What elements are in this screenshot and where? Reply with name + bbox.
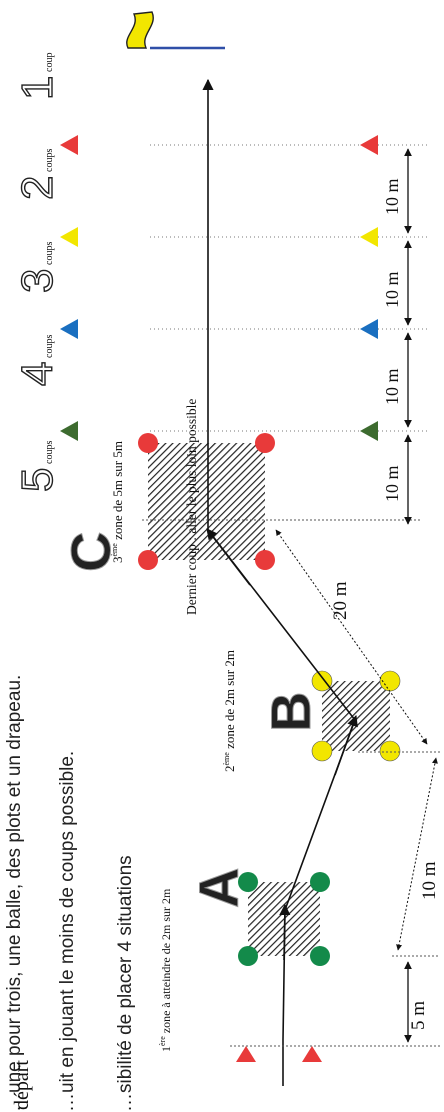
band-dim-label: 10 m [382, 465, 402, 502]
flag-cloth [126, 11, 154, 49]
intro-text-3: …sibilité de placer 4 situations [115, 855, 136, 1112]
zone-c-letter: C [59, 532, 122, 572]
dim-10m [396, 757, 438, 951]
band-dim-label: 10 m [382, 368, 402, 405]
cone-4-bottom [360, 319, 378, 339]
score-4-word: coups [44, 335, 55, 358]
zone-b-cone [311, 670, 333, 692]
score-2-num: 2 [13, 176, 62, 200]
cone-5-top [60, 421, 78, 441]
cone-3-bottom [360, 227, 378, 247]
score-1-num: 1 [13, 76, 62, 100]
score-3: 3 coups [12, 242, 62, 294]
score-2: 2 coups [12, 149, 62, 201]
zone-c-cone [255, 433, 275, 453]
zone-a-caption: 1ère zone à atteindre de 2m sur 2m [158, 888, 173, 1052]
zone-c [148, 443, 265, 560]
start-cone-right [302, 1046, 322, 1062]
zone-b-cone [379, 740, 401, 762]
zone-b-cone [311, 740, 333, 762]
score-1: 1 coup [12, 53, 62, 101]
zone-a-cone [238, 872, 258, 892]
score-3-word: coups [44, 242, 55, 265]
score-5-word: coups [44, 441, 55, 464]
score-5: 5 coups [12, 441, 62, 493]
flag [126, 11, 225, 50]
shot-3-arrow [206, 528, 251, 586]
dim-10m-label: 10 m [419, 861, 440, 900]
score-3-num: 3 [13, 269, 62, 293]
zone-b-letter: B [259, 692, 322, 732]
depart-label: départ [11, 1060, 33, 1110]
band-dim-label: 10 m [382, 271, 402, 308]
intro-text-1: …une pour trois, une balle, des plots et… [4, 675, 25, 1112]
zone-a-letter: A [187, 868, 250, 908]
score-2-word: coups [44, 149, 55, 172]
cone-4-top [60, 319, 78, 339]
zone-a-cone [310, 872, 330, 892]
zone-b-caption: 2ème zone de 2m sur 2m [222, 650, 237, 772]
dim-20m-label: 20 m [330, 581, 351, 620]
scoring-cones [60, 135, 378, 441]
zone-a-cone [310, 946, 330, 966]
cone-2-bottom [360, 135, 378, 155]
cone-5-bottom [360, 421, 378, 441]
zone-c-cone [255, 550, 275, 570]
start-cone-left [236, 1046, 256, 1062]
shot-1-arrow [279, 903, 291, 961]
score-4-num: 4 [13, 362, 62, 386]
zone-c-cone [138, 433, 158, 453]
zone-a-cone [238, 946, 258, 966]
zone-c-cone [138, 550, 158, 570]
last-shot-label: Dernier coup : aller le plus loin possib… [184, 399, 199, 615]
band-dim-label: 10 m [382, 178, 402, 215]
cone-3-top [60, 227, 78, 247]
zone-c-caption: 3ème zone de 5m sur 5m [110, 441, 125, 563]
score-4: 4 coups [12, 335, 62, 387]
band-dimensions: 10 m 10 m 10 m 10 m [382, 148, 412, 525]
score-5-num: 5 [13, 468, 62, 492]
dim-5m-label: 5 m [408, 1001, 429, 1030]
cone-2-top [60, 135, 78, 155]
intro-text-2: …uit en jouant le moins de coups possibl… [57, 751, 78, 1112]
score-1-word: coup [44, 53, 55, 72]
